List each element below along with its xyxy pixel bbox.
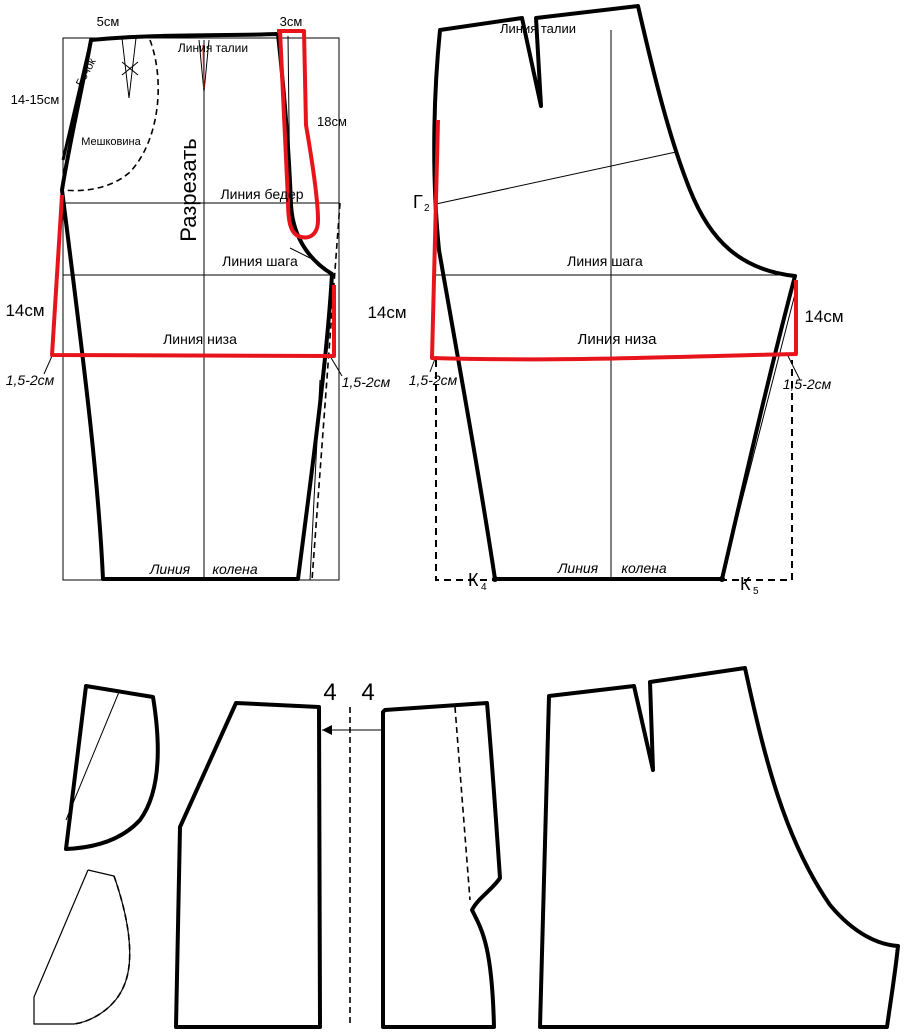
front-knee-label-1: Линия [149,561,191,577]
back-point-k4-dot [492,576,498,582]
front-dim-pointer-left [43,355,53,375]
back-dim-1-5-left: 1,5-2см [409,372,458,388]
shift-arrow-head [322,725,332,735]
back-hem-line-label: Линия низа [577,331,657,348]
front-side-seam-dashed [311,202,341,581]
front-panel-outline [60,32,334,581]
side-piece-cut [64,684,160,851]
front-hem-extension [50,194,336,358]
front-dim-5: 5см [97,14,120,29]
front-waist-line-label: Линия талии [178,41,248,55]
front-dim-14-15: 14-15см [11,92,60,107]
front-dim-pointer-right [329,355,343,377]
back-hip-guide [435,151,677,205]
front-shorts-cut: 4 4 [174,679,502,1029]
front-dim-18: 18см [317,114,347,129]
pocket-bag-cut [33,869,131,1025]
front-dim-1-5-left: 1,5-2см [6,372,55,388]
back-dim-14-right: 14см [804,307,843,326]
front-dim-1-5-right: 1,5-2см [342,374,391,390]
front-dim-3: 3см [280,14,303,29]
back-dim-14-left: 14см [367,303,406,322]
front-dart-center [202,44,205,89]
pocket-bag-label: Мешковина [81,136,141,148]
front-crotch-line-label: Линия шага [222,253,298,269]
back-point-g2: Г [413,192,423,212]
back-waist-line-label: Линия талии [500,21,576,36]
side-piece-inner-line [65,691,120,821]
back-panel-outline [432,4,797,581]
front-fly-extension [277,29,320,240]
back-knee-label-1: Линия [557,560,599,576]
back-shorts-cut [538,666,900,1029]
side-piece-label: Бочок [74,56,99,88]
side-piece-outline [64,684,160,851]
shift-number-right: 4 [361,679,374,706]
back-hem-extension [430,119,798,362]
front-cut-label: Разрезать [176,138,201,241]
side-piece-dart [121,37,137,99]
front-hip-line-label: Линия бедер [220,186,303,202]
shift-number-left: 4 [323,679,336,706]
pocket-bag-outline [63,39,159,192]
back-shorts-outline [538,666,900,1029]
front-dim-14: 14см [5,301,44,320]
front-pocket-line-dashed [454,706,471,901]
back-crotch-line-label: Линия шага [567,253,643,269]
back-dim-pointer-right [787,355,801,381]
back-dim-1-5-right: 1,5-2см [783,376,832,392]
side-piece-edge [61,39,93,161]
back-point-k4: К [468,570,479,590]
back-point-k5-sub: 5 [753,586,759,597]
pocket-bag-outline-solid [33,869,131,1025]
front-right-half-outline [381,701,502,1029]
back-knee-label-2: колена [621,560,666,576]
front-left-half-outline [174,701,322,1029]
front-knee-label-2: колена [212,561,257,577]
back-point-k5: К [740,574,751,594]
pocket-bag-outline-dashed [73,875,131,1025]
back-point-k4-sub: 4 [481,582,487,593]
front-construction-frame [62,37,340,581]
back-point-k5-dot [719,576,725,582]
front-crotch-guide-tick [289,247,311,259]
front-trouser-pattern: Линия талии Линия бедер Линия шага Линия… [5,14,391,581]
front-waist-dart [198,39,210,93]
front-hem-line-label: Линия низа [163,331,237,347]
back-trouser-pattern: Линия талии Линия шага Линия низа Линия … [367,4,844,597]
side-piece-cross-b [121,61,139,76]
back-point-g2-sub: 2 [424,203,430,214]
